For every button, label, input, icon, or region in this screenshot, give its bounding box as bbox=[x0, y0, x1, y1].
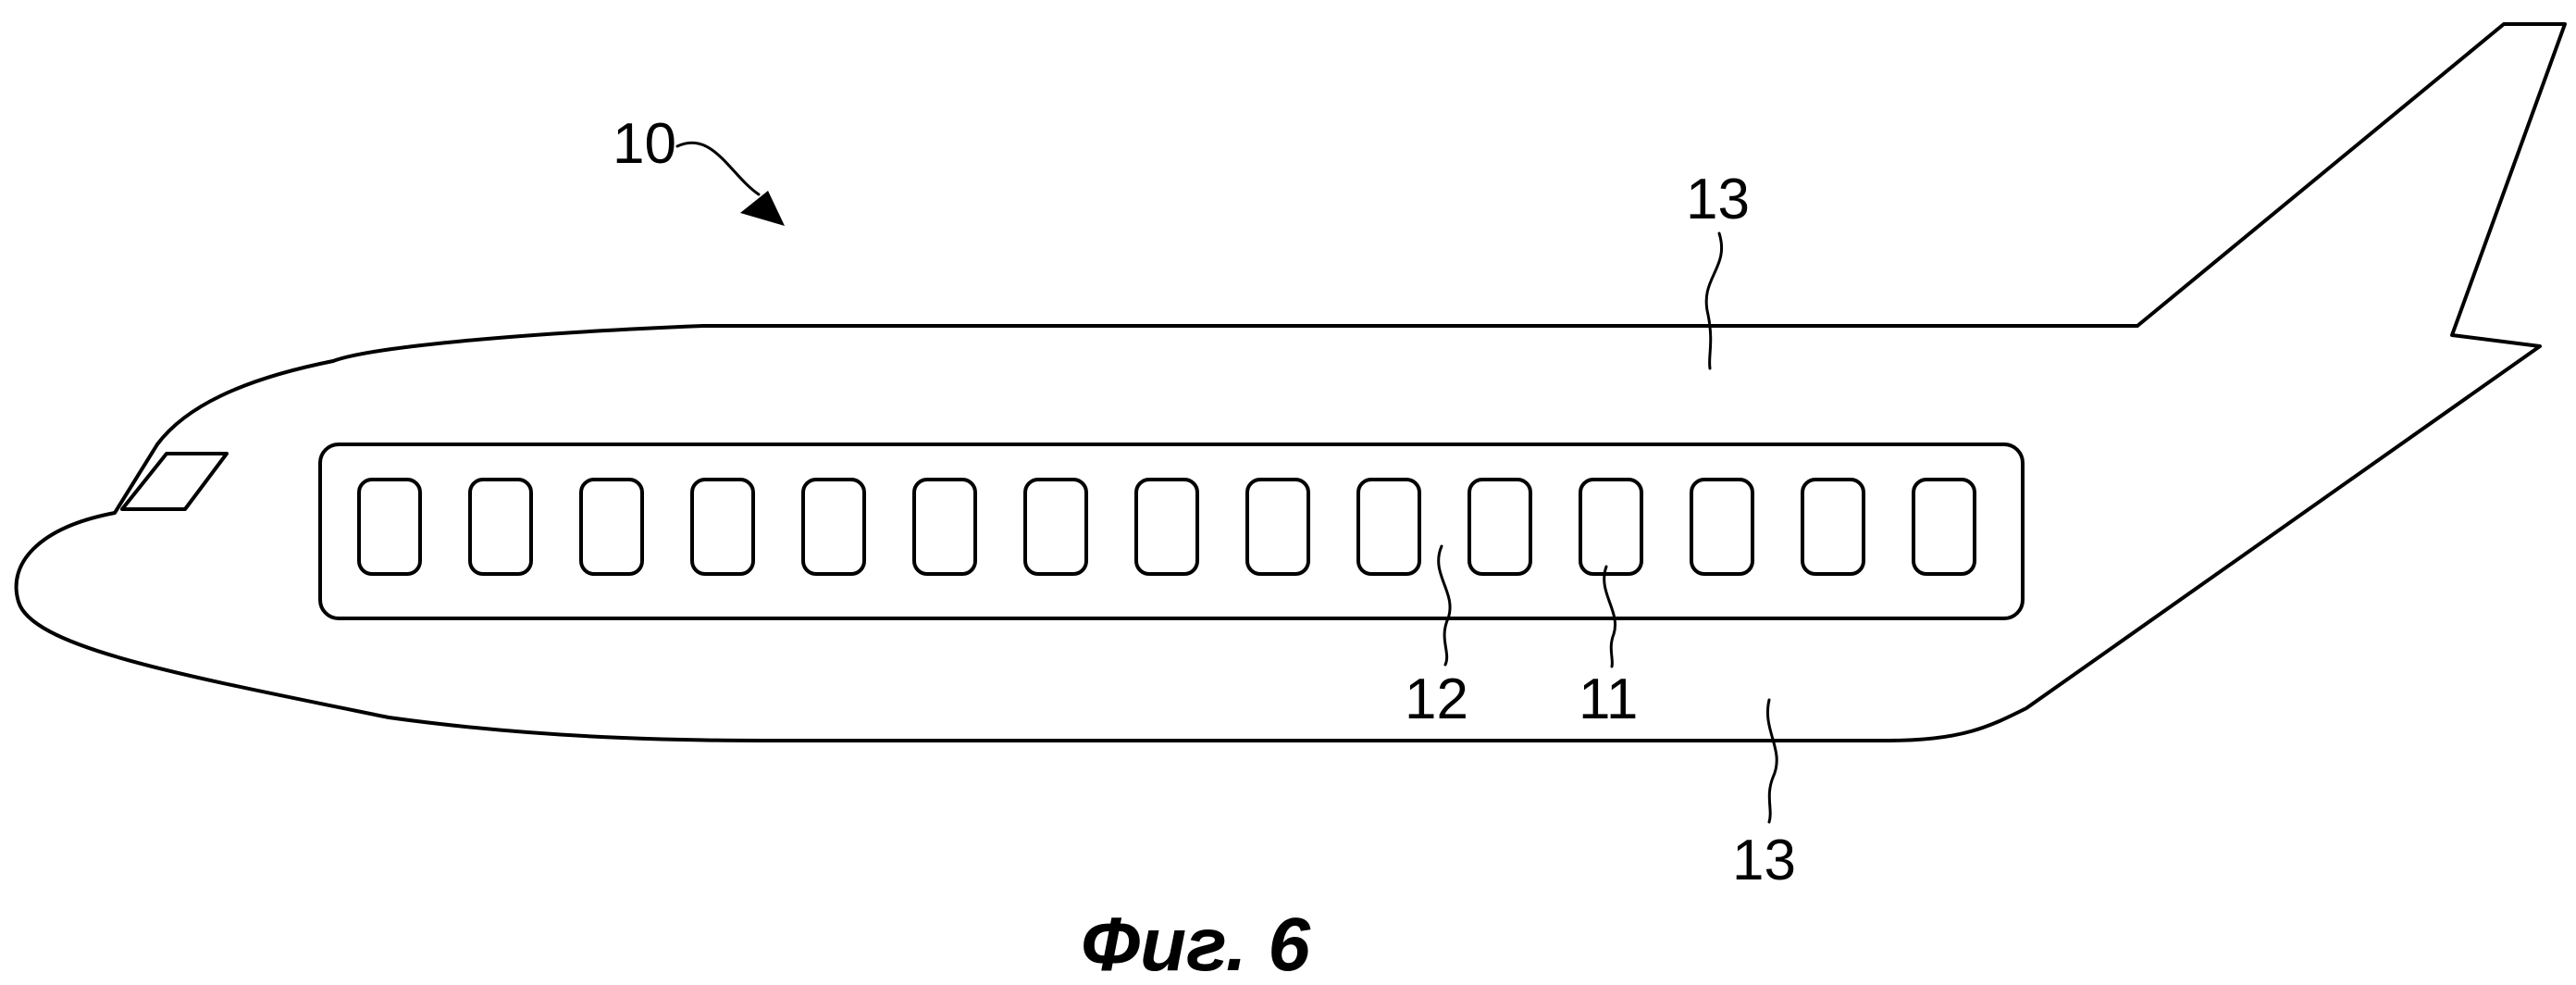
passenger-window bbox=[1468, 478, 1532, 576]
leader-line-fuselage-top bbox=[1704, 231, 1724, 370]
label-window: 11 bbox=[1579, 667, 1638, 731]
leader-line-aircraft bbox=[675, 141, 761, 196]
passenger-window bbox=[1134, 478, 1199, 576]
passenger-window bbox=[801, 478, 866, 576]
leader-line-window bbox=[1603, 565, 1616, 668]
passenger-window bbox=[1023, 478, 1088, 576]
leader-line-window-band bbox=[1437, 544, 1452, 667]
label-fuselage-top: 13 bbox=[1686, 168, 1750, 231]
passenger-window bbox=[1245, 478, 1310, 576]
passenger-window bbox=[1356, 478, 1421, 576]
passenger-window bbox=[1912, 478, 1976, 576]
passenger-window bbox=[1690, 478, 1754, 576]
passenger-window bbox=[468, 478, 533, 576]
arrow-head-aircraft bbox=[740, 191, 785, 226]
passenger-window bbox=[1579, 478, 1643, 576]
passenger-window bbox=[357, 478, 422, 576]
label-window-band: 12 bbox=[1405, 667, 1468, 731]
passenger-window bbox=[579, 478, 644, 576]
leader-line-fuselage-bottom bbox=[1766, 698, 1778, 824]
label-fuselage-bottom: 13 bbox=[1732, 829, 1796, 892]
passenger-window bbox=[690, 478, 755, 576]
passenger-window bbox=[1801, 478, 1865, 576]
passenger-window bbox=[912, 478, 977, 576]
label-aircraft: 10 bbox=[613, 112, 676, 176]
figure-caption: Фиг. 6 bbox=[1081, 903, 1311, 985]
passenger-windows bbox=[357, 478, 1976, 576]
fuselage-outline bbox=[14, 22, 2567, 742]
window-band bbox=[318, 443, 2025, 620]
cockpit-window bbox=[120, 452, 229, 511]
